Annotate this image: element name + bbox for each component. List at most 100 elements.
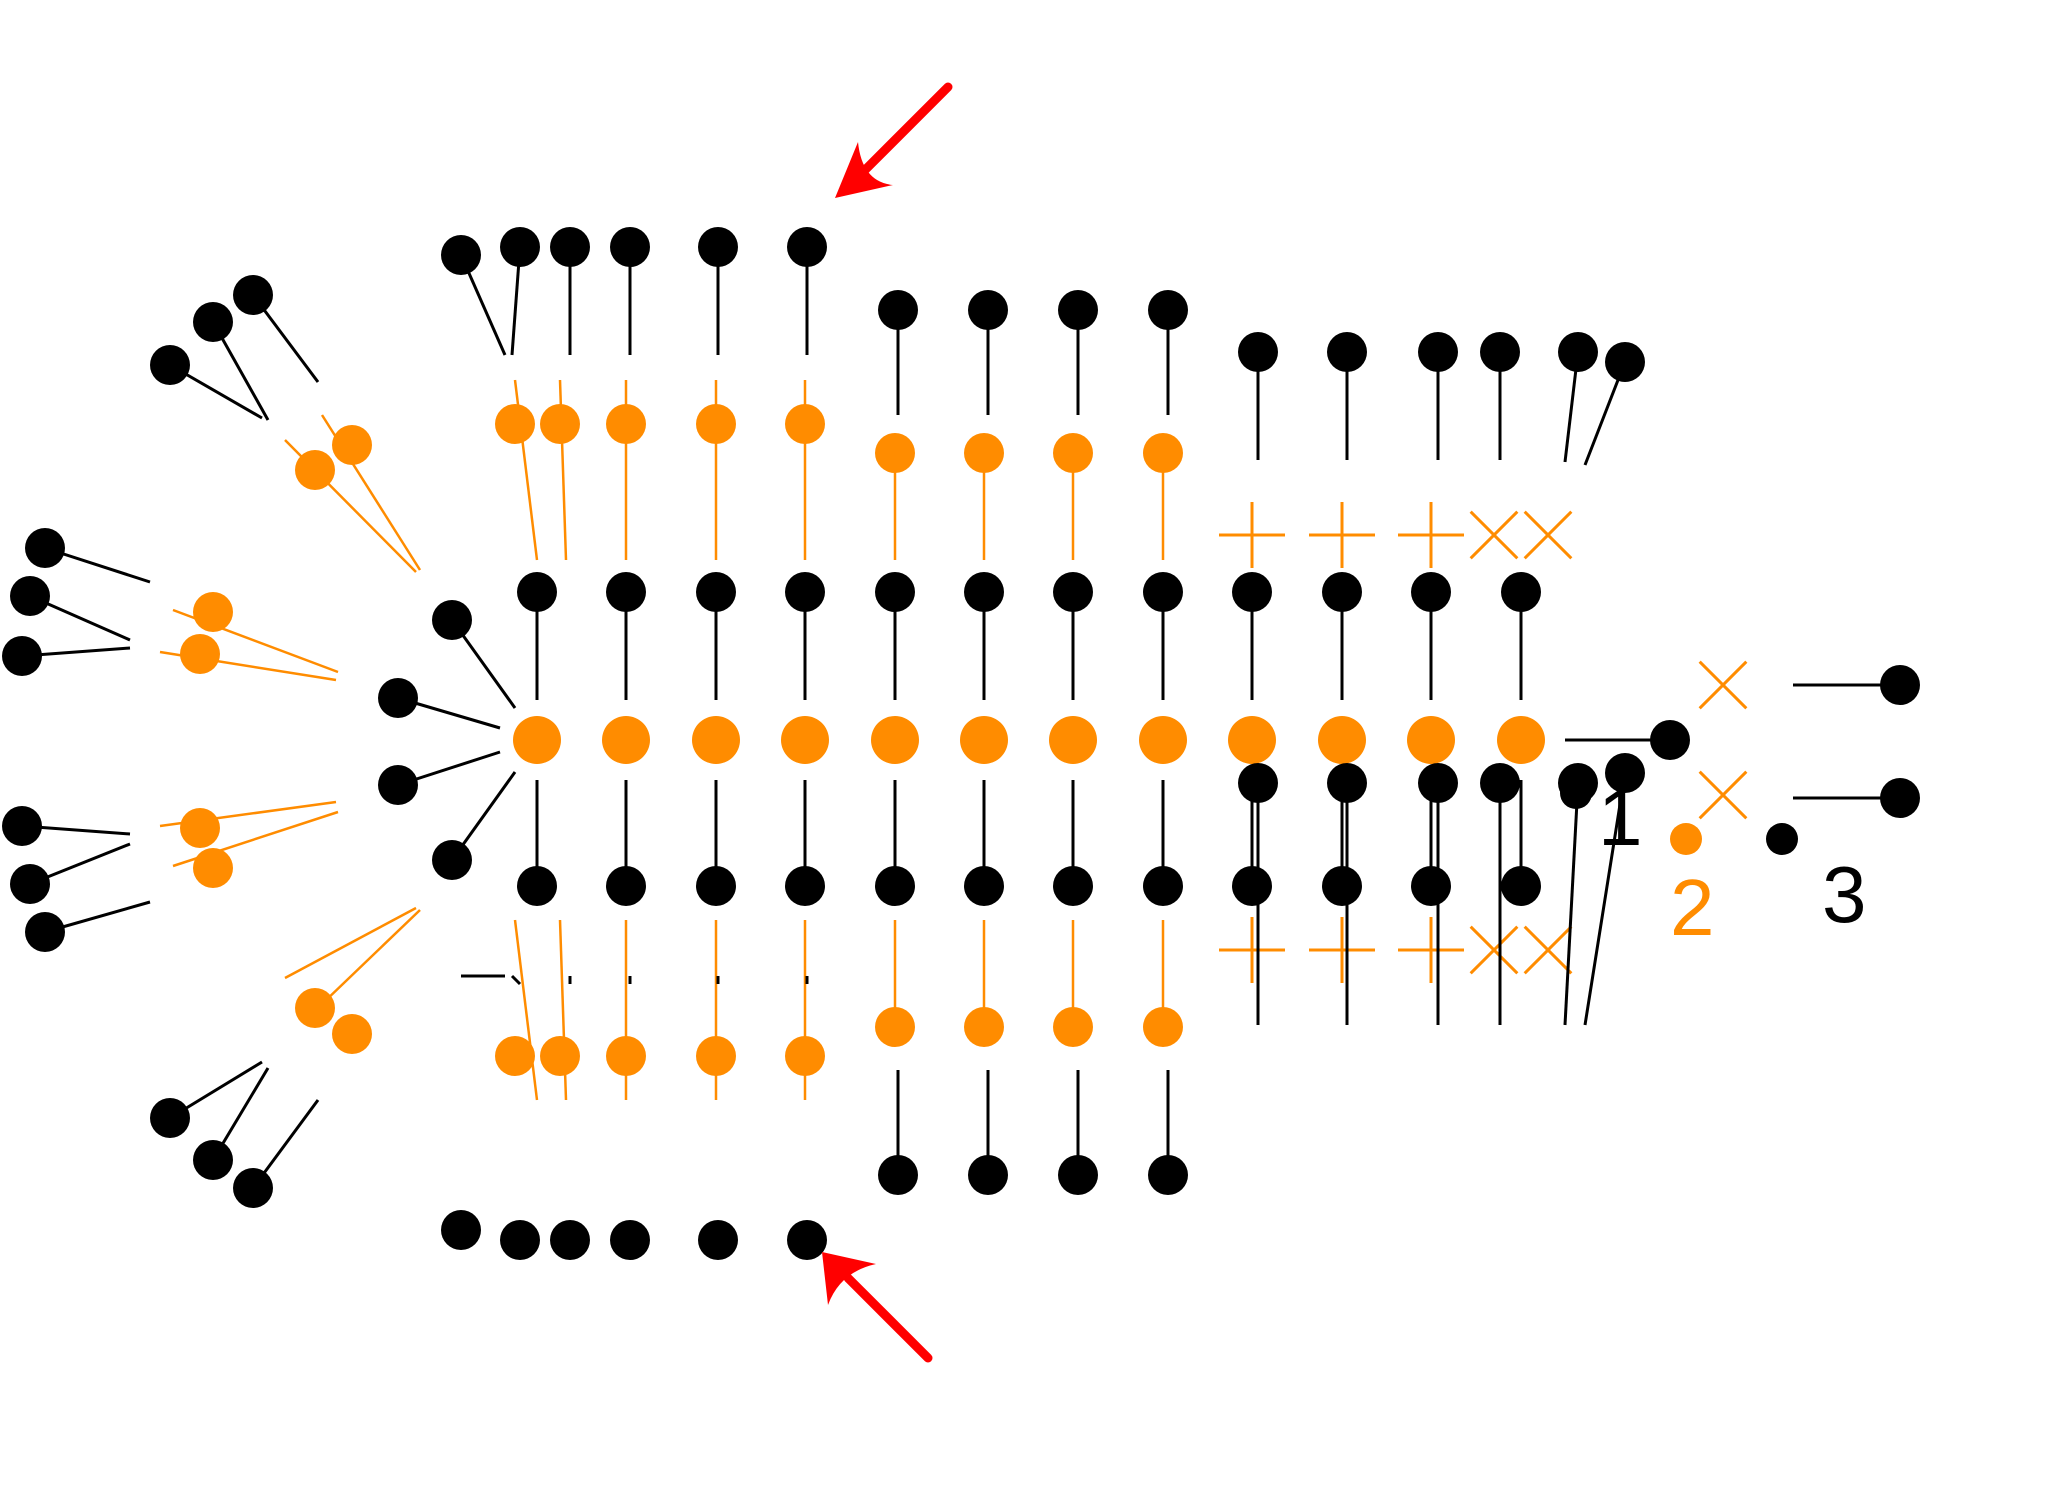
legend-dot-3 bbox=[1766, 823, 1798, 855]
round1-center-stitch bbox=[781, 716, 829, 764]
round3-fan-stitch bbox=[2, 806, 42, 846]
round3-stitch bbox=[1327, 763, 1367, 803]
round1-center-stitch bbox=[1049, 716, 1097, 764]
round1-center-stitch bbox=[960, 716, 1008, 764]
round3-fan-stitch bbox=[10, 576, 50, 616]
round3-stitch bbox=[610, 227, 650, 267]
round3-fan-stitch bbox=[233, 1168, 273, 1208]
round1-stitch bbox=[606, 866, 646, 906]
round1-stitch bbox=[606, 572, 646, 612]
round1-center-stitch bbox=[1318, 716, 1366, 764]
round2-fan-stitch bbox=[332, 1014, 372, 1054]
round3-stitch bbox=[1238, 763, 1278, 803]
round3-stitch bbox=[698, 227, 738, 267]
round1-stitch bbox=[875, 572, 915, 612]
round3-fan-stitch bbox=[150, 1098, 190, 1138]
round3-stitch bbox=[1058, 290, 1098, 330]
round3-stitch bbox=[500, 1220, 540, 1260]
round3-stitch bbox=[1418, 332, 1458, 372]
legend-dot-1 bbox=[1560, 777, 1592, 809]
round3-chain-stitch bbox=[1880, 778, 1920, 818]
round1-stitch bbox=[1322, 572, 1362, 612]
round3-stitch bbox=[1148, 1155, 1188, 1195]
round1-stitch bbox=[1053, 866, 1093, 906]
round2-fan-stitch bbox=[295, 988, 335, 1028]
round2-sc-plus bbox=[1219, 917, 1285, 983]
round2-stitch bbox=[964, 1007, 1004, 1047]
round3-stitch bbox=[787, 1220, 827, 1260]
round1-stitch bbox=[1501, 572, 1541, 612]
arrow-bottom bbox=[822, 1252, 933, 1363]
round1-stitch bbox=[517, 866, 557, 906]
round3-stitch bbox=[1480, 332, 1520, 372]
round2-stitch bbox=[540, 1036, 580, 1076]
round1-center-stitch bbox=[692, 716, 740, 764]
arrow-top bbox=[835, 82, 953, 198]
round1-stitch bbox=[1053, 572, 1093, 612]
round2-fan-stitch bbox=[193, 848, 233, 888]
round3-stitch bbox=[1148, 290, 1188, 330]
legend-label-3: 3 bbox=[1822, 850, 1867, 939]
round2-fan-stem bbox=[284, 906, 417, 980]
round3-stem bbox=[510, 974, 522, 986]
round3-stitch bbox=[1058, 1155, 1098, 1195]
round2-stitch bbox=[875, 433, 915, 473]
round2-stitch bbox=[696, 1036, 736, 1076]
round1-center-stitch bbox=[1139, 716, 1187, 764]
round3-fan-stitch bbox=[25, 912, 65, 952]
round1-stitch bbox=[1143, 572, 1183, 612]
round1-stitch bbox=[964, 572, 1004, 612]
legend-dot-2 bbox=[1670, 823, 1702, 855]
round3-stitch bbox=[610, 1220, 650, 1260]
round3-stitch bbox=[968, 290, 1008, 330]
round1-stitch bbox=[517, 572, 557, 612]
round3-stitch bbox=[1480, 763, 1520, 803]
round-3-stitches bbox=[2, 227, 1920, 1260]
round3-fan-stitch bbox=[233, 275, 273, 315]
round1-center-stitch bbox=[513, 716, 561, 764]
round2-stitch bbox=[606, 1036, 646, 1076]
round1-stitch bbox=[1322, 866, 1362, 906]
fan-stitch bbox=[432, 840, 472, 880]
round2-stitch bbox=[540, 404, 580, 444]
round2-stitch bbox=[1143, 433, 1183, 473]
round3-stitch bbox=[441, 235, 481, 275]
round2-sc-plus bbox=[1398, 502, 1464, 568]
round2-stem bbox=[513, 919, 539, 1101]
round1-stitch bbox=[875, 866, 915, 906]
round1-center-stitch bbox=[1407, 716, 1455, 764]
round1-stitch bbox=[1232, 866, 1272, 906]
round3-fan-stitch bbox=[25, 528, 65, 568]
round1-stitch bbox=[1232, 572, 1272, 612]
round1-center-stitch bbox=[871, 716, 919, 764]
round2-stitch bbox=[785, 1036, 825, 1076]
round3-stitch bbox=[1238, 332, 1278, 372]
round1-stitch bbox=[696, 866, 736, 906]
round2-fan-stitch bbox=[180, 634, 220, 674]
round2-fan-stitch bbox=[180, 808, 220, 848]
round2-sc-x bbox=[1698, 660, 1748, 710]
round2-sc-x bbox=[1523, 510, 1573, 560]
round2-sc-x bbox=[1469, 510, 1519, 560]
legend-label-1: 1 bbox=[1598, 773, 1643, 862]
round3-fan-stitch bbox=[2, 636, 42, 676]
round3-stitch bbox=[698, 1220, 738, 1260]
round2-fan-stitch bbox=[295, 450, 335, 490]
round2-stitch bbox=[495, 1036, 535, 1076]
round3-stitch bbox=[550, 1220, 590, 1260]
round2-stitch bbox=[1053, 1007, 1093, 1047]
round-1-stitches bbox=[378, 572, 1690, 906]
round3-fan-stitch bbox=[193, 302, 233, 342]
round2-fan-stitch bbox=[332, 425, 372, 465]
round3-stitch bbox=[550, 227, 590, 267]
round2-stitch bbox=[1143, 1007, 1183, 1047]
round3-fan-stitch bbox=[10, 864, 50, 904]
round2-stitch bbox=[875, 1007, 915, 1047]
round3-stitch bbox=[1558, 332, 1598, 372]
round1-stitch bbox=[696, 572, 736, 612]
round2-stitch bbox=[696, 404, 736, 444]
round2-sc-x bbox=[1523, 925, 1573, 975]
round1-center-stitch bbox=[602, 716, 650, 764]
round3-chain-stitch bbox=[1880, 665, 1920, 705]
